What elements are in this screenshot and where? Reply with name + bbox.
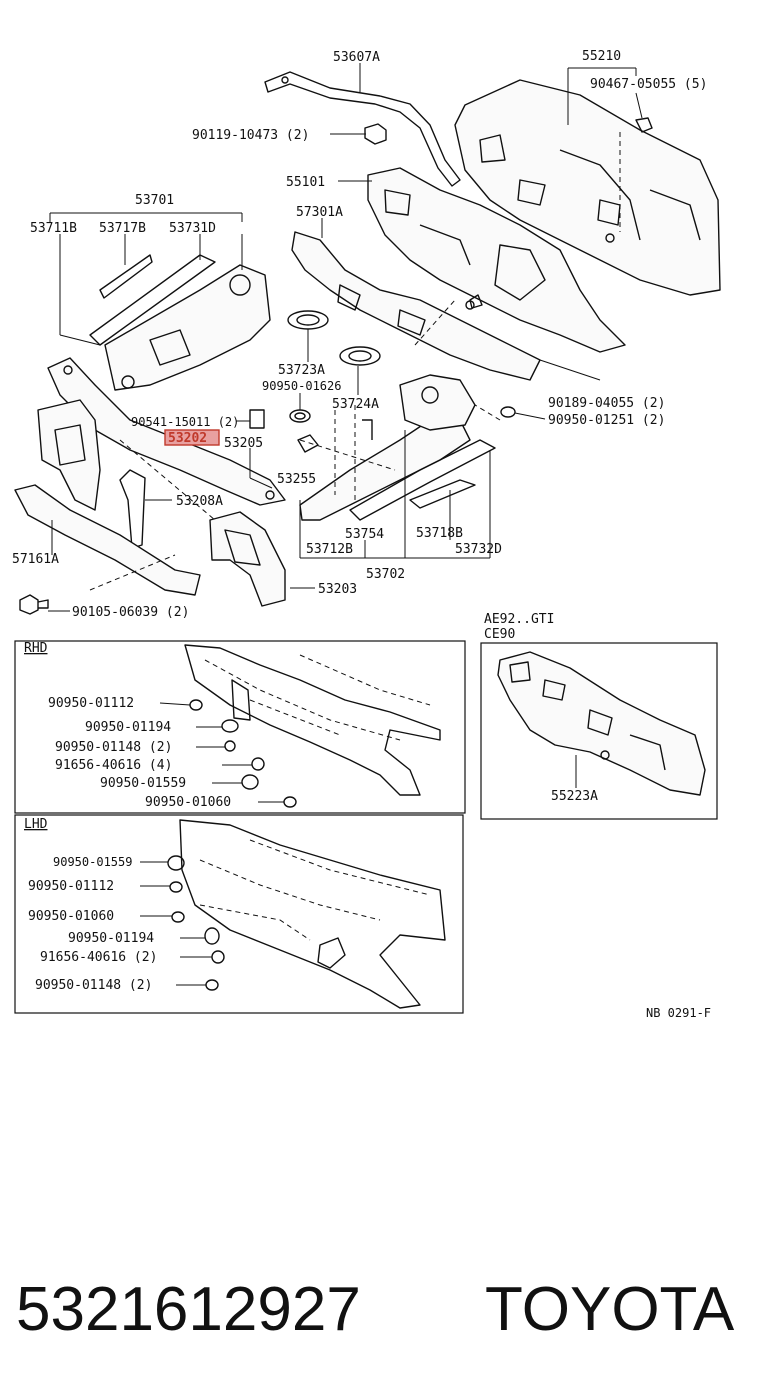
lhd-labels: 90950-01559 90950-01112 90950-01060 9095…: [28, 855, 212, 993]
lhd-title: LHD: [24, 817, 48, 832]
label-53711b: 53711B: [30, 221, 77, 236]
lhd-fasteners: [167, 855, 225, 991]
rhd-item-6: 90950-01060: [145, 795, 231, 810]
part-53724a-ring: [339, 346, 381, 366]
label-55101: 55101: [286, 175, 325, 190]
label-53255: 53255: [277, 472, 316, 487]
part-53701-apron: [89, 254, 271, 391]
part-53723a-ring: [287, 310, 329, 330]
lhd-panel-drawing: [179, 819, 446, 1009]
label-90950-01251: 90950-01251 (2): [548, 413, 665, 428]
label-53754: 53754: [345, 527, 384, 542]
rhd-item-1: 90950-01112: [48, 696, 134, 711]
rhd-fasteners: [189, 699, 297, 808]
part-53208a-bracket: [119, 469, 146, 549]
label-ce90: CE90: [484, 627, 515, 642]
part-55101-cowl-panel: [367, 167, 626, 353]
label-57301a: 57301A: [296, 205, 343, 220]
label-57161a: 57161A: [12, 552, 59, 567]
part-53203-side-right: [209, 511, 286, 607]
label-53607a: 53607A: [333, 50, 380, 65]
part-53202-upper-support: [47, 357, 286, 506]
label-53202-highlighted: 53202: [168, 431, 207, 446]
label-53717b: 53717B: [99, 221, 146, 236]
lhd-box: [14, 814, 464, 1014]
label-53203: 53203: [318, 582, 357, 597]
lhd-item-2: 90950-01112: [28, 879, 114, 894]
part-90105-bolt: [19, 594, 49, 615]
label-53724a: 53724A: [332, 397, 379, 412]
part-53702-apron-right: [299, 294, 516, 521]
label-90189: 90189-04055 (2): [548, 396, 665, 411]
part-90119-bolt: [364, 123, 387, 145]
label-53732d: 53732D: [455, 542, 502, 557]
rhd-item-4: 91656-40616 (4): [55, 758, 172, 773]
label-90467: 90467-05055 (5): [590, 77, 707, 92]
rhd-item-3: 90950-01148 (2): [55, 740, 172, 755]
lhd-item-3: 90950-01060: [28, 909, 114, 924]
rhd-title: RHD: [24, 641, 48, 656]
label-53205: 53205: [224, 436, 263, 451]
highlight-53202-box: [164, 429, 220, 446]
part-53255-lock-support: [297, 434, 319, 453]
lhd-item-1: 90950-01559: [53, 855, 132, 869]
lhd-item-5: 91656-40616 (2): [40, 950, 157, 965]
rhd-panel-drawing: [184, 644, 441, 796]
part-90950-01626-grommet: [289, 409, 311, 423]
rhd-labels: 90950-01112 90950-01194 90950-01148 (2) …: [48, 696, 284, 810]
label-90950-01626: 90950-01626: [262, 379, 341, 393]
label-55223a: 55223A: [551, 789, 598, 804]
label-53208a: 53208A: [176, 494, 223, 509]
lhd-item-6: 90950-01148 (2): [35, 978, 152, 993]
label-55210: 55210: [582, 49, 621, 64]
part-57161a-lower-member: [14, 484, 201, 596]
label-90105: 90105-06039 (2): [72, 605, 189, 620]
part-57301a-cross-member: [291, 231, 541, 381]
part-90467-clip: [635, 117, 653, 133]
part-90541-cushion: [249, 409, 265, 429]
rhd-box: [14, 640, 466, 814]
part-55223a-panel: [497, 651, 706, 796]
label-90541: 90541-15011 (2): [131, 415, 239, 429]
part-55210-dash-panel: [454, 79, 721, 296]
part-53607a-rod: [264, 71, 461, 187]
label-ae92-gti: AE92..GTI: [484, 612, 554, 627]
inset-ae92-box: [480, 642, 718, 820]
label-53701: 53701: [135, 193, 174, 208]
leader-lines: [48, 63, 643, 788]
rhd-item-2: 90950-01194: [85, 720, 171, 735]
label-53702: 53702: [366, 567, 405, 582]
assembly-dashed-lines: [89, 132, 621, 591]
label-53723a: 53723A: [278, 363, 325, 378]
footer-brand: TOYOTA: [485, 1275, 735, 1344]
top-labels: 53607A 55210 90467-05055 (5) 90119-10473…: [12, 49, 707, 620]
label-90119: 90119-10473 (2): [192, 128, 309, 143]
label-53712b: 53712B: [306, 542, 353, 557]
lhd-item-4: 90950-01194: [68, 931, 154, 946]
label-53718b: 53718B: [416, 526, 463, 541]
diagram-ref-code: NB 0291-F: [646, 1006, 711, 1020]
rhd-item-5: 90950-01559: [100, 776, 186, 791]
label-53731d: 53731D: [169, 221, 216, 236]
footer-part-number: 5321612927: [16, 1275, 361, 1344]
part-53203-side-left: [37, 399, 101, 511]
